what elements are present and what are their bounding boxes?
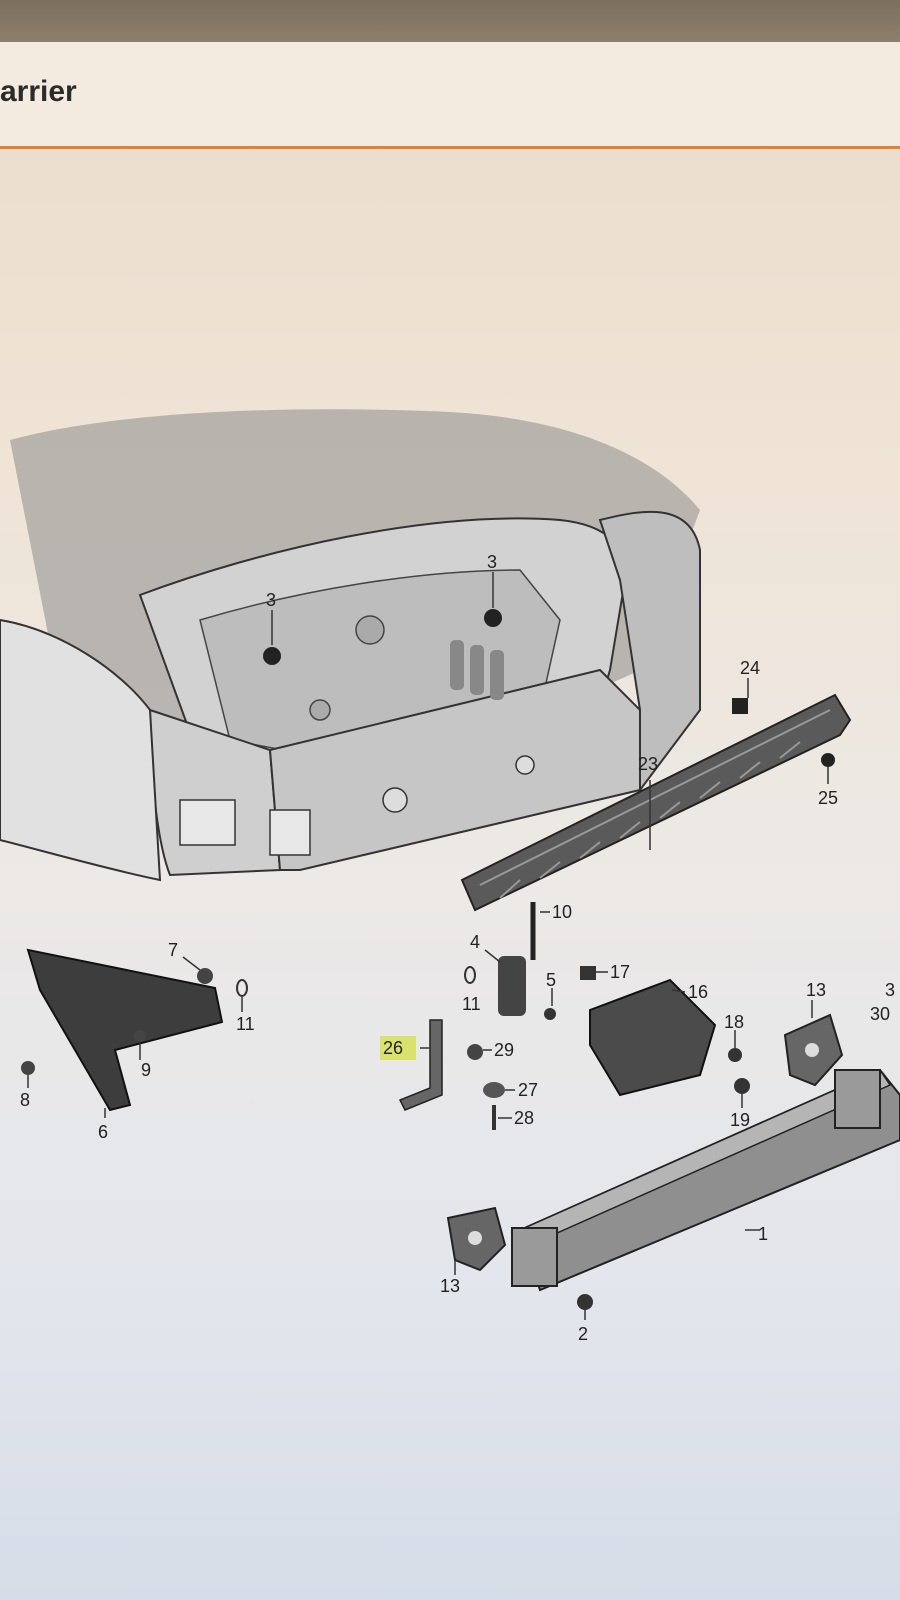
callout-5: 5 (546, 970, 556, 990)
screw-9 (134, 1030, 146, 1042)
panel-hole (382, 787, 408, 813)
trunk-slot (450, 640, 464, 690)
callout-27: 27 (518, 1080, 538, 1100)
panel-hole (515, 755, 535, 775)
parts-diagram-svg: 1 2 3 3 4 5 6 7 8 9 10 11 11 13 13 16 17… (0, 409, 900, 1344)
nut-3-right (484, 609, 502, 627)
callout-29: 29 (494, 1040, 514, 1060)
nut-19 (734, 1078, 750, 1094)
callout-3-left: 3 (266, 590, 276, 610)
callout-28: 28 (514, 1108, 534, 1128)
trunk-slot (490, 650, 504, 700)
callout-26: 26 (383, 1038, 403, 1058)
screw-8 (21, 1061, 35, 1075)
callout-7: 7 (168, 940, 178, 960)
callout-18: 18 (724, 1012, 744, 1032)
nut-27 (483, 1082, 505, 1098)
callout-13-left: 13 (440, 1276, 460, 1296)
callout-25: 25 (818, 788, 838, 808)
callout-2: 2 (578, 1324, 588, 1344)
page-title: arrier (0, 75, 77, 108)
callout-8: 8 (20, 1090, 30, 1110)
callout-10: 10 (552, 902, 572, 922)
trunk-slot (470, 645, 484, 695)
lamp-cutout (269, 809, 311, 856)
carrier-end-left (511, 1227, 558, 1287)
callout-9: 9 (141, 1060, 151, 1080)
trunk-hole (309, 699, 331, 721)
top-bar (0, 0, 900, 42)
nut-18 (728, 1048, 742, 1062)
screw-25 (821, 753, 835, 767)
screw-5 (544, 1008, 556, 1020)
plate-13-right-hole (805, 1043, 819, 1057)
callout-13-right: 13 (806, 980, 826, 1000)
fastener-7 (197, 968, 213, 984)
part-6-bracket (26, 948, 224, 1112)
nut-3-left (263, 647, 281, 665)
callout-23: 23 (638, 754, 658, 774)
part-23-ribs (479, 709, 831, 899)
clip-24 (732, 698, 748, 714)
bracket-16 (589, 978, 717, 1097)
callout-1: 1 (758, 1224, 768, 1244)
bracket-26 (398, 1019, 443, 1111)
parts-diagram: 1 2 3 3 4 5 6 7 8 9 10 11 11 13 13 16 17… (0, 150, 900, 1600)
clip-11-center (464, 966, 476, 984)
callout-3-edge: 3 (885, 980, 895, 1000)
rear-body-left (0, 618, 162, 882)
title-bar (0, 42, 900, 149)
callout-24: 24 (740, 658, 760, 678)
right-quarter (598, 510, 701, 793)
callout-labels: 1 2 3 3 4 5 6 7 8 9 10 11 11 13 13 16 17… (20, 552, 895, 1344)
plate-13-left-hole (468, 1231, 482, 1245)
trunk-hole (355, 615, 385, 645)
grommet-29 (467, 1044, 483, 1060)
callout-17: 17 (610, 962, 630, 982)
callout-6: 6 (98, 1122, 108, 1142)
nut-17 (580, 966, 596, 980)
callout-11-left: 11 (236, 1014, 255, 1034)
callout-4: 4 (470, 932, 480, 952)
callout-3-right: 3 (487, 552, 497, 572)
callout-11-center: 11 (462, 994, 481, 1014)
leader-lines (27, 572, 829, 1320)
lamp-cutout (179, 799, 236, 846)
callout-30: 30 (870, 1004, 890, 1024)
callout-16: 16 (688, 982, 708, 1002)
carrier-end-right (834, 1069, 881, 1129)
clip-11-left (236, 979, 248, 997)
sleeve-4 (498, 956, 526, 1016)
label-26-highlight (380, 1036, 416, 1060)
callout-19: 19 (730, 1110, 750, 1130)
screw-2 (577, 1294, 593, 1310)
